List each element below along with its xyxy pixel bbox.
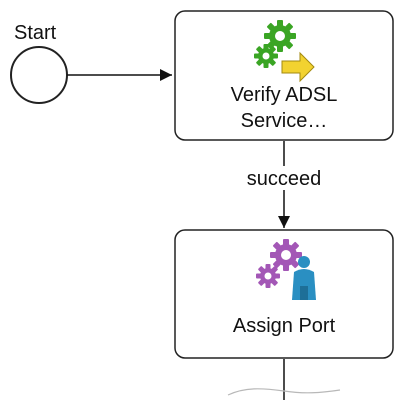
task-verify-label-line2: Service… <box>241 110 328 132</box>
task-box <box>174 229 394 359</box>
task-verify-adsl-service[interactable]: Verify ADSL Service… <box>174 10 394 141</box>
person-figure <box>292 256 316 300</box>
partial-next-element-outline <box>227 388 341 396</box>
service-task-gears-arrow-icon <box>254 20 315 83</box>
start-event-circle[interactable] <box>10 46 68 104</box>
user-task-gears-person-icon <box>256 239 316 300</box>
task-verify-label-line1: Verify ADSL <box>231 84 338 106</box>
flow-label-background <box>237 166 333 190</box>
task-assign-label: Assign Port <box>233 315 336 337</box>
flow-label-succeed: succeed <box>247 168 322 190</box>
task-box <box>174 10 394 141</box>
task-assign-port[interactable]: Assign Port <box>174 229 394 359</box>
start-event-label: Start <box>14 22 57 44</box>
